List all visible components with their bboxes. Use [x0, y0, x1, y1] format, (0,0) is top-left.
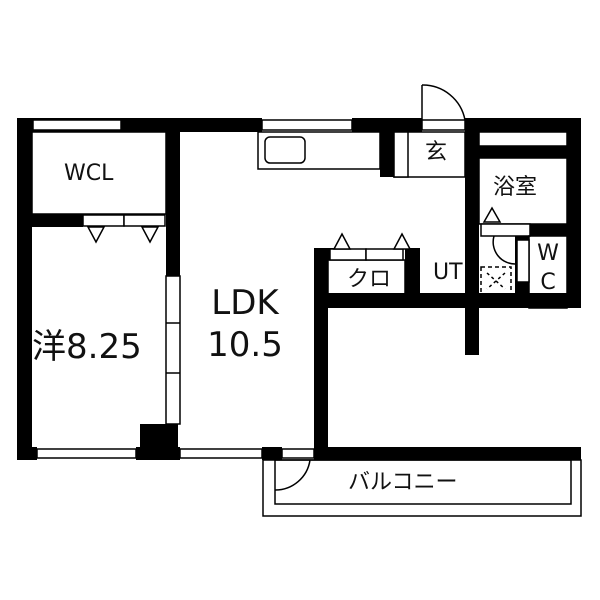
room-label-wcl: WCL [64, 161, 114, 186]
closet-markers [86, 206, 502, 250]
room-label-ldk: LDK [211, 283, 279, 323]
windows [32, 119, 353, 459]
room-label-wc-c: C [540, 270, 556, 295]
room-label-entrance: 玄 [425, 140, 448, 165]
room-label-bathroom: 浴室 [493, 175, 538, 200]
room-label-ldk-size: 10.5 [207, 325, 283, 365]
room-label-western: 洋8.25 [32, 327, 142, 367]
room-label-utility: UT [433, 260, 463, 285]
room-label-wc-w: W [537, 241, 559, 266]
room-label-balcony: バルコニー [348, 470, 458, 495]
interior-lines [31, 119, 582, 517]
room-label-closet: クロ [347, 267, 392, 292]
walls [17, 118, 581, 460]
door-swings [274, 84, 517, 491]
